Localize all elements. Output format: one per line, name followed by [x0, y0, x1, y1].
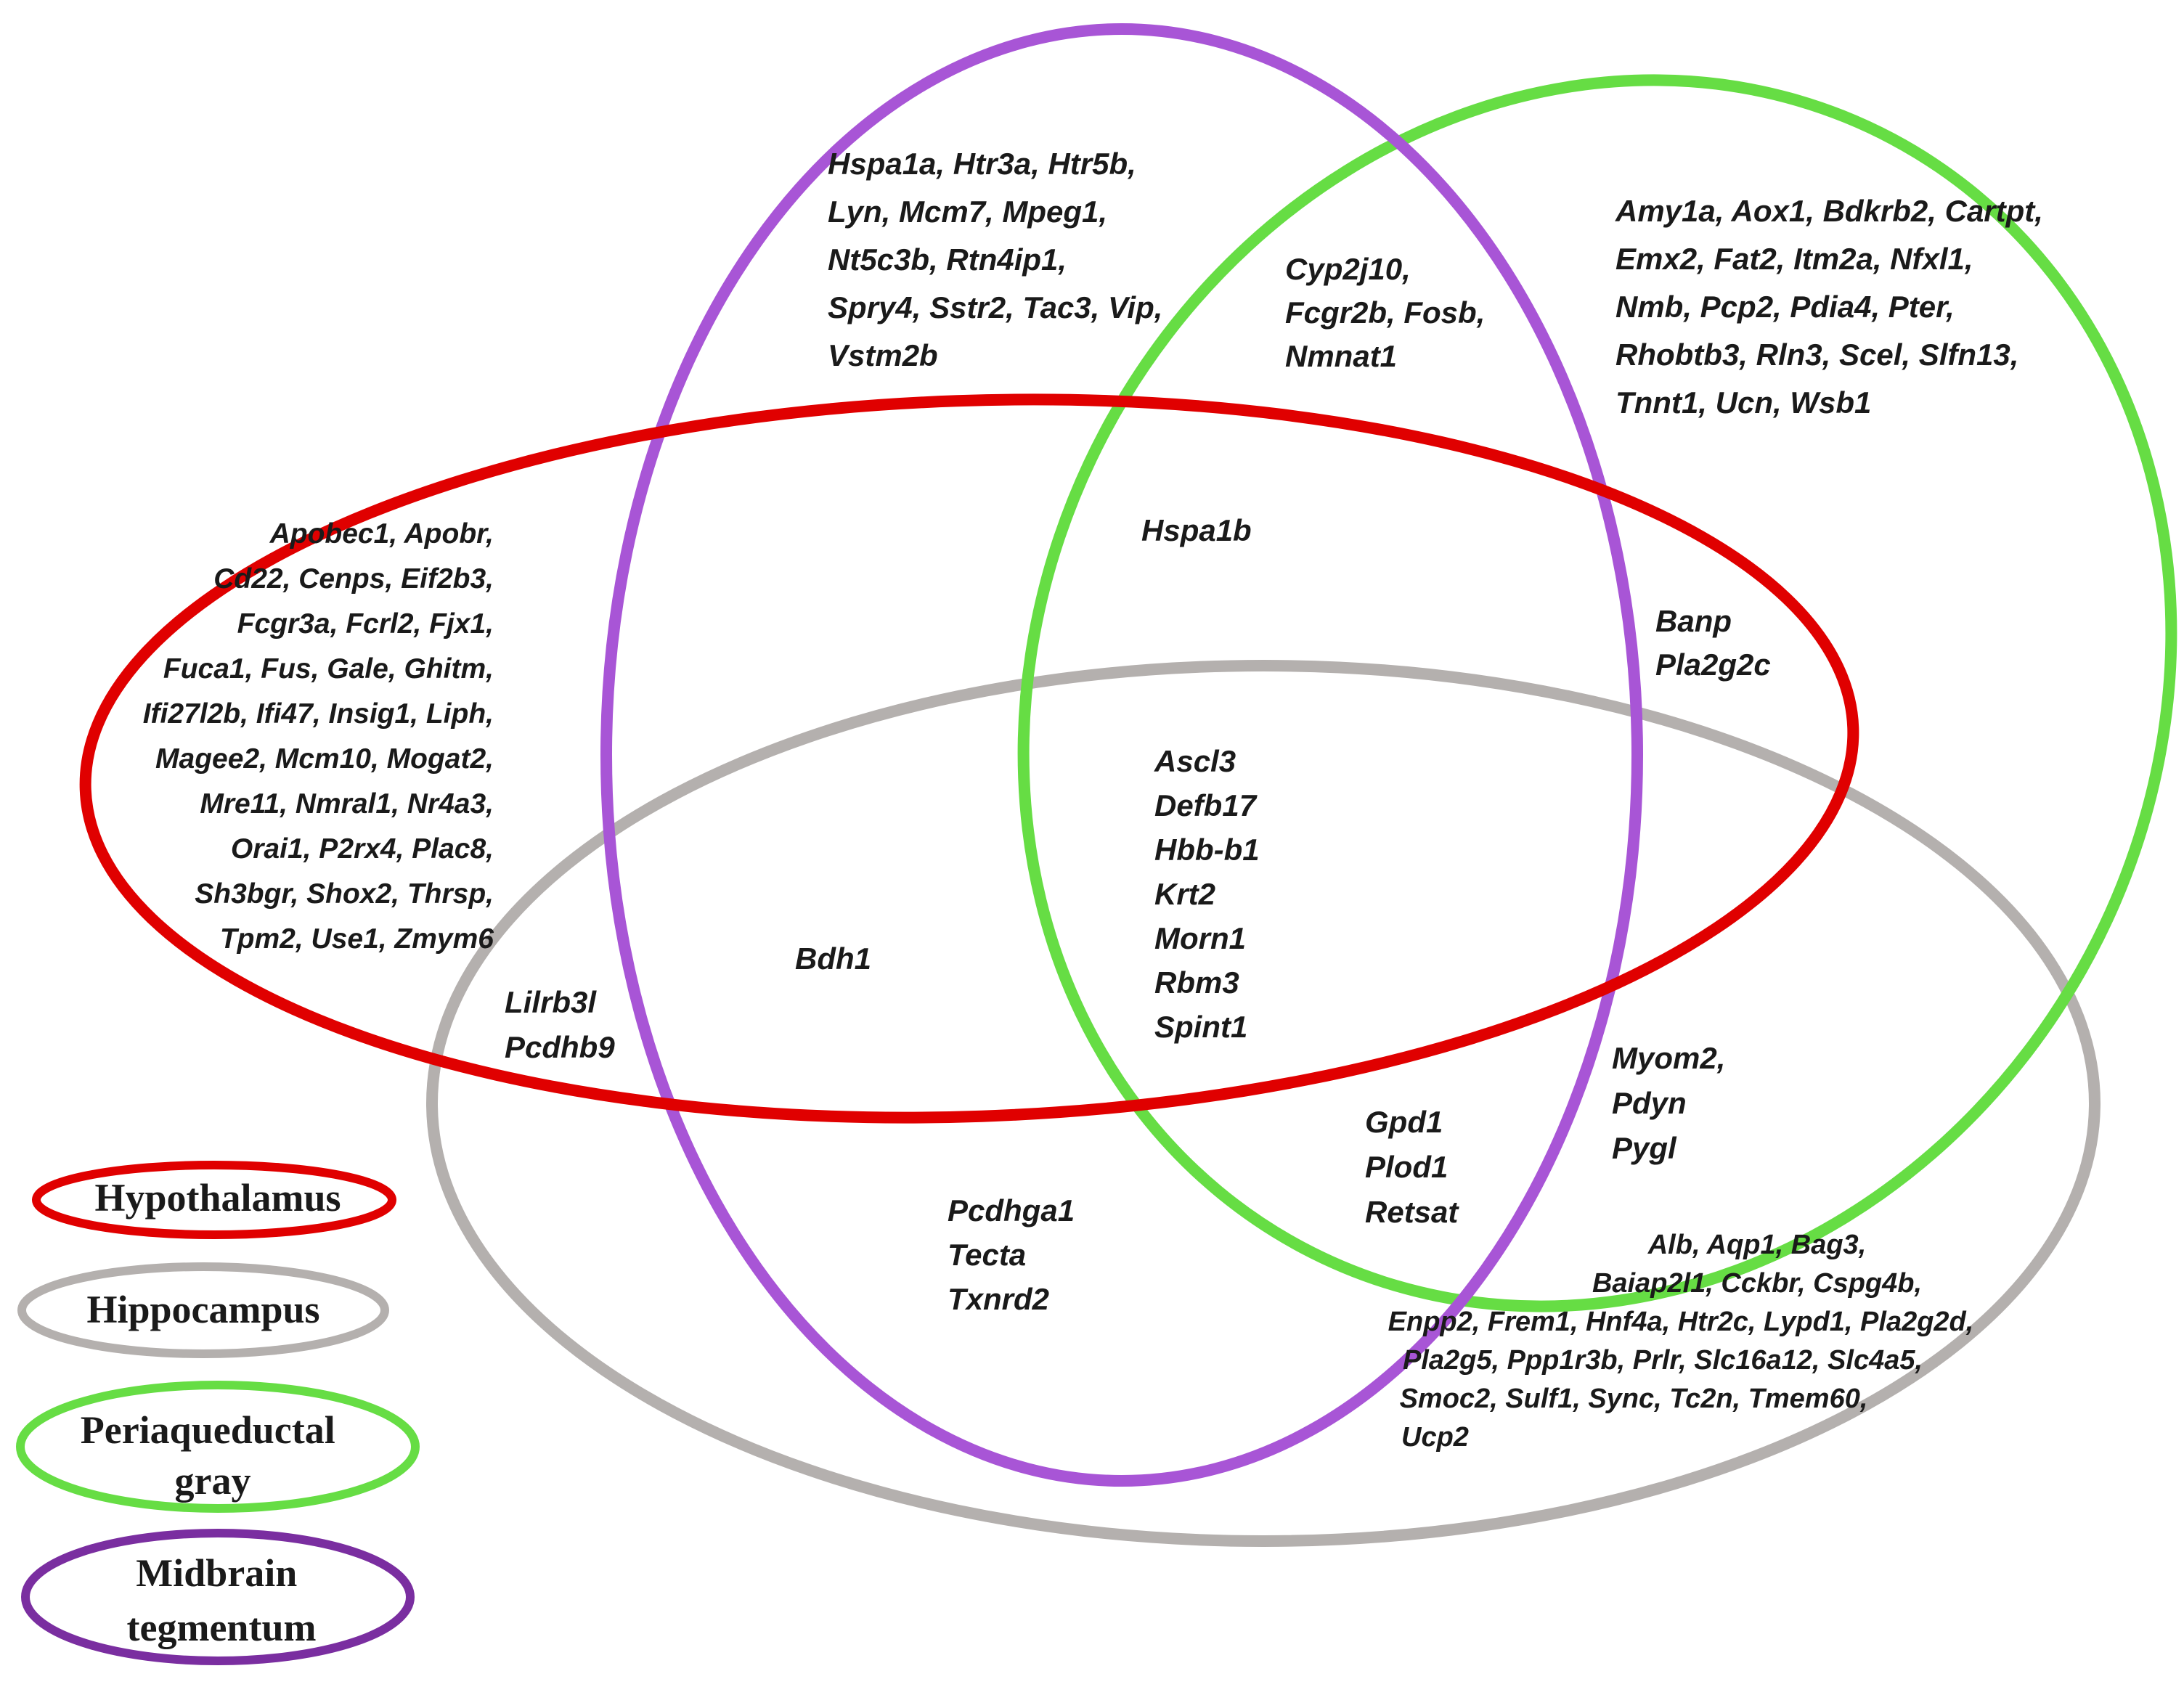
gene-line: Pcdhb9: [505, 1030, 615, 1064]
gene-line: Baiap2l1, Cckbr, Cspg4b,: [1592, 1268, 1922, 1299]
gene-line: Rbm3: [1154, 965, 1239, 1000]
gene-line: Krt2: [1154, 877, 1215, 911]
legend: Hypothalamus Hippocampus Periaqueductal …: [16, 1161, 420, 1665]
legend-label-periaqueductal-gray: Periaqueductal gray: [81, 1408, 345, 1503]
gene-line: Fuca1, Fus, Gale, Ghitm,: [163, 653, 494, 685]
region-hypothalamus-hippocampus-midbrain: Bdh1: [795, 941, 871, 976]
legend-label-midbrain-tegmentum: Midbrain tegmentum: [127, 1551, 317, 1649]
gene-line: Banp: [1655, 604, 1732, 638]
gene-line: Tnnt1, Ucn, Wsb1: [1615, 385, 1871, 420]
region-gene-lists: Hspa1a, Htr3a, Htr5b, Lyn, Mcm7, Mpeg1, Nt…: [143, 147, 2043, 1453]
gene-line: Hbb-b1: [1154, 833, 1260, 867]
legend-item-midbrain-tegmentum: Midbrain tegmentum: [21, 1529, 415, 1665]
gene-line: Pdyn: [1612, 1086, 1687, 1120]
gene-line: Hspa1b: [1141, 513, 1252, 547]
gene-line: Fcgr2b, Fosb,: [1285, 295, 1485, 330]
legend-item-hypothalamus: Hypothalamus: [32, 1161, 396, 1239]
gene-line: Cyp2j10,: [1285, 252, 1411, 286]
gene-line: Enpp2, Frem1, Hnf4a, Htr2c, Lypd1, Pla2g…: [1388, 1307, 1974, 1337]
legend-label-line: Midbrain: [136, 1551, 297, 1595]
hypothalamus-ellipse: [79, 393, 1859, 1124]
region-hypothalamus-midbrain-pag: Hspa1b: [1141, 513, 1252, 547]
gene-line: Lyn, Mcm7, Mpeg1,: [828, 195, 1107, 229]
gene-line: Hspa1a, Htr3a, Htr5b,: [828, 147, 1136, 181]
gene-line: Alb, Aqp1, Bag3,: [1647, 1230, 1867, 1260]
gene-line: Fcgr3a, Fcrl2, Fjx1,: [237, 608, 494, 640]
gene-line: Morn1: [1154, 921, 1246, 955]
legend-label-line: tegmentum: [127, 1606, 317, 1649]
gene-line: Vstm2b: [828, 338, 938, 372]
gene-line: Apobec1, Apobr,: [269, 518, 494, 550]
gene-line: Emx2, Fat2, Itm2a, Nfxl1,: [1615, 242, 1973, 276]
gene-line: Ucp2: [1401, 1422, 1469, 1453]
gene-line: Bdh1: [795, 941, 871, 976]
gene-line: Amy1a, Aox1, Bdkrb2, Cartpt,: [1615, 194, 2043, 228]
gene-line: Nt5c3b, Rtn4ip1,: [828, 242, 1067, 277]
legend-swatch-midbrain-tegmentum: [21, 1529, 415, 1665]
legend-label-line: gray: [175, 1459, 251, 1503]
gene-line: Myom2,: [1612, 1041, 1725, 1075]
gene-line: Txnrd2: [948, 1282, 1049, 1316]
gene-line: Retsat: [1365, 1195, 1459, 1229]
gene-line: Nmb, Pcp2, Pdia4, Pter,: [1615, 290, 1955, 324]
legend-swatch-hypothalamus: [32, 1161, 396, 1239]
region-pag-only: Amy1a, Aox1, Bdkrb2, Cartpt, Emx2, Fat2, …: [1615, 194, 2043, 420]
region-hippocampus-only: Alb, Aqp1, Bag3, Baiap2l1, Cckbr, Cspg4b,…: [1388, 1230, 1974, 1453]
gene-line: Pla2g2c: [1655, 648, 1771, 682]
gene-line: Nmnat1: [1285, 339, 1397, 373]
midbrain-tegmentum-ellipse: [600, 23, 1643, 1487]
gene-line: Gpd1: [1365, 1105, 1443, 1139]
gene-line: Defb17: [1154, 788, 1258, 822]
legend-swatch-hippocampus: [17, 1262, 389, 1358]
gene-line: Tpm2, Use1, Zmym6: [220, 923, 494, 955]
gene-line: Lilrb3l: [505, 985, 597, 1019]
legend-item-periaqueductal-gray: Periaqueductal gray: [16, 1381, 420, 1513]
periaqueductal-gray-ellipse: [1017, 74, 2177, 1312]
gene-line: Rhobtb3, Rln3, Scel, Slfn13,: [1615, 338, 2018, 372]
gene-line: Plod1: [1365, 1150, 1448, 1184]
legend-label-hippocampus: Hippocampus: [86, 1288, 319, 1331]
gene-line: Cd22, Cenps, Eif2b3,: [213, 563, 494, 595]
gene-line: Pygl: [1612, 1131, 1677, 1165]
region-hypothalamus-only: Apobec1, Apobr, Cd22, Cenps, Eif2b3, Fcgr3…: [143, 518, 494, 955]
gene-line: Spry4, Sstr2, Tac3, Vip,: [828, 290, 1162, 324]
region-midbrain-only: Hspa1a, Htr3a, Htr5b, Lyn, Mcm7, Mpeg1, Nt…: [828, 147, 1162, 372]
gene-line: Spint1: [1154, 1010, 1247, 1044]
gene-line: Orai1, P2rx4, Plac8,: [231, 833, 494, 865]
legend-label-hypothalamus: Hypothalamus: [94, 1176, 341, 1220]
legend-item-hippocampus: Hippocampus: [17, 1262, 389, 1358]
legend-swatch-periaqueductal-gray: [16, 1381, 420, 1513]
gene-line: Tecta: [948, 1238, 1026, 1272]
gene-line: Sh3bgr, Shox2, Thrsp,: [195, 878, 494, 910]
gene-line: Pla2g5, Ppp1r3b, Prlr, Slc16a12, Slc4a5,: [1403, 1345, 1923, 1376]
legend-label-line: Periaqueductal: [81, 1408, 335, 1452]
hippocampus-ellipse: [426, 660, 2101, 1547]
gene-line: Ifi27l2b, Ifi47, Insig1, Liph,: [143, 698, 494, 730]
gene-line: Pcdhga1: [948, 1193, 1075, 1228]
gene-line: Smoc2, Sulf1, Sync, Tc2n, Tmem60,: [1400, 1384, 1868, 1414]
gene-line: Magee2, Mcm10, Mogat2,: [155, 743, 494, 775]
gene-line: Ascl3: [1154, 744, 1236, 778]
gene-line: Mre11, Nmral1, Nr4a3,: [200, 788, 494, 820]
set-ellipses: [79, 23, 2177, 1547]
region-midbrain-pag: Cyp2j10, Fcgr2b, Fosb, Nmnat1: [1285, 252, 1485, 373]
